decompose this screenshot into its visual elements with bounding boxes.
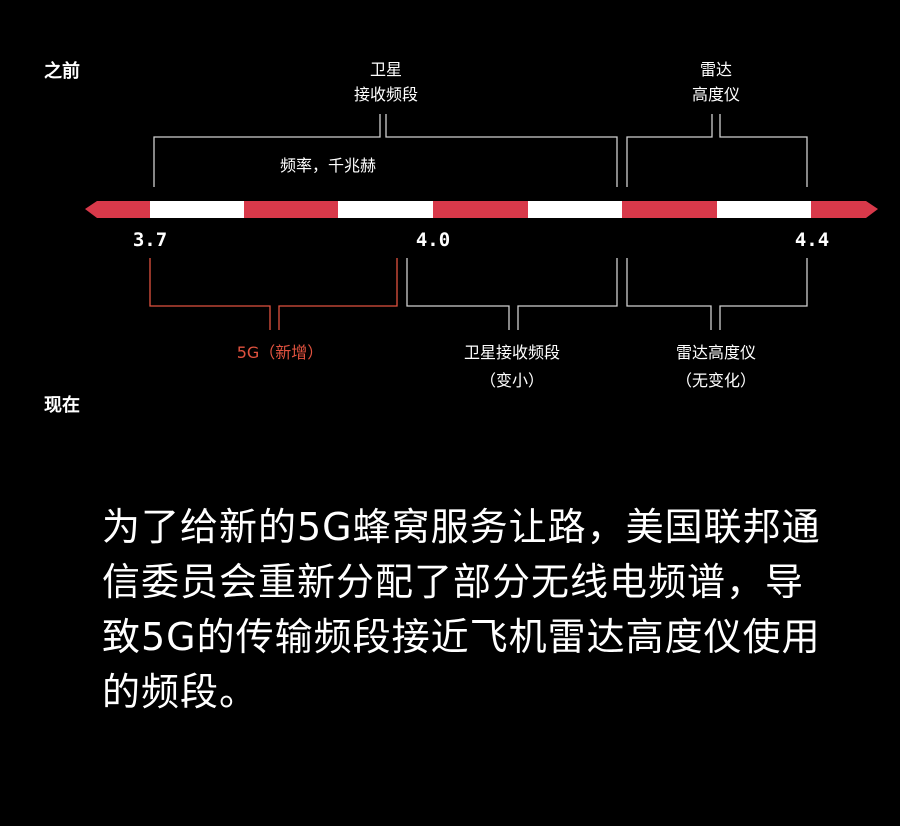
frequency-band-diagram: 之前 现在 卫星 接收频段 雷达 高度仪 频率，千兆赫 3.7 4.0 4.4 … — [44, 60, 878, 416]
frequency-unit-label: 频率，千兆赫 — [280, 156, 376, 175]
satellite-now-label-line2: （变小） — [480, 371, 544, 390]
bar-segment — [244, 201, 338, 218]
satellite-now-bracket — [406, 258, 618, 330]
bar-segment — [150, 201, 244, 218]
radar-top-label-line2: 高度仪 — [692, 85, 740, 104]
caption-text: 为了给新的5G蜂窝服务让路，美国联邦通信委员会重新分配了部分无线电频谱，导致5G… — [102, 505, 821, 714]
bar-segment — [338, 201, 433, 218]
bar-segment — [622, 201, 717, 218]
tick-label-4-0: 4.0 — [416, 229, 450, 251]
fiveg-label: 5G（新增） — [237, 343, 324, 362]
tick-label-3-7: 3.7 — [133, 229, 167, 251]
satellite-now-label-line1: 卫星接收频段 — [464, 343, 560, 362]
bar-left-arrow — [85, 201, 150, 218]
tick-label-4-4: 4.4 — [795, 229, 829, 251]
bar-segment — [433, 201, 528, 218]
radar-now-label-line2: （无变化） — [676, 371, 756, 390]
radar-now-bracket — [626, 258, 808, 330]
bar-segment — [528, 201, 622, 218]
satellite-before-bracket — [153, 114, 618, 187]
before-label: 之前 — [44, 60, 80, 82]
radar-now-label-line1: 雷达高度仪 — [676, 343, 756, 362]
now-label: 现在 — [44, 394, 80, 416]
bar-right-arrow — [811, 201, 878, 218]
radar-top-label-line1: 雷达 — [700, 60, 732, 79]
radar-before-bracket — [626, 114, 808, 187]
fiveg-bracket — [149, 258, 398, 330]
satellite-top-label-line1: 卫星 — [370, 60, 402, 79]
frequency-bar — [85, 201, 878, 218]
satellite-top-label-line2: 接收频段 — [354, 85, 418, 104]
bar-segment — [717, 201, 811, 218]
